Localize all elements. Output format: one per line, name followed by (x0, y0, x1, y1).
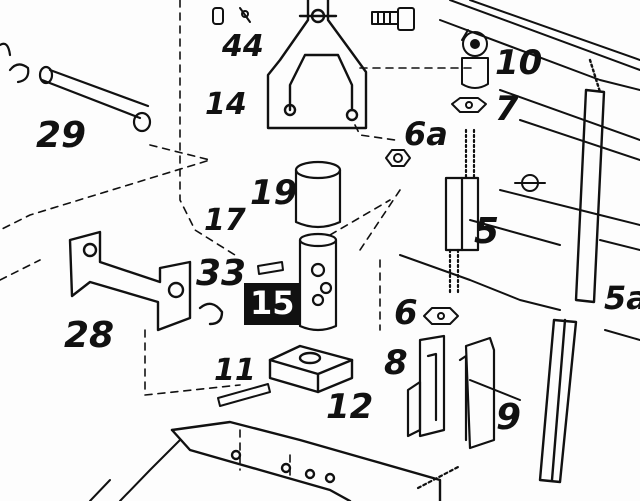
bracket-28 (68, 230, 224, 332)
pin-29 (0, 42, 152, 133)
label-17: 17 (204, 203, 246, 238)
pin-17 (257, 261, 284, 275)
frame-lines-bottom-left (89, 439, 181, 501)
label-15-highlighted: 15 (244, 283, 301, 325)
label-29: 29 (36, 115, 87, 156)
label-28: 28 (64, 315, 115, 356)
label-33: 33 (196, 253, 247, 294)
label-12: 12 (326, 387, 374, 427)
label-5: 5 (474, 211, 500, 252)
label-44: 44 (222, 29, 264, 64)
label-6a: 6a (404, 115, 448, 153)
yoke-bracket-14 (266, 0, 368, 130)
nut-7 (451, 97, 487, 113)
ball-joint-10 (461, 29, 489, 89)
bolt-44 (212, 7, 415, 31)
base-plate (170, 420, 442, 501)
block-12 (268, 344, 354, 394)
clamp-8 (406, 334, 446, 438)
label-19: 19 (250, 173, 298, 213)
threaded-rod-5 (444, 128, 480, 297)
pin-11 (217, 383, 271, 407)
label-9: 9 (496, 397, 522, 438)
label-14: 14 (205, 87, 247, 122)
nut-6a (385, 149, 411, 167)
spring-bottom (416, 464, 462, 490)
nut-6 (423, 307, 459, 325)
label-7: 7 (495, 89, 519, 129)
clamp-9 (458, 336, 496, 450)
housing-outline (399, 0, 640, 401)
label-8: 8 (384, 343, 408, 383)
long-rod-5a (538, 58, 606, 484)
sleeve-19 (294, 160, 342, 229)
label-5a: 5a (604, 279, 640, 317)
cylinder-15 (298, 232, 338, 332)
label-6: 6 (394, 293, 418, 333)
label-10: 10 (495, 43, 543, 83)
label-11: 11 (214, 353, 256, 388)
